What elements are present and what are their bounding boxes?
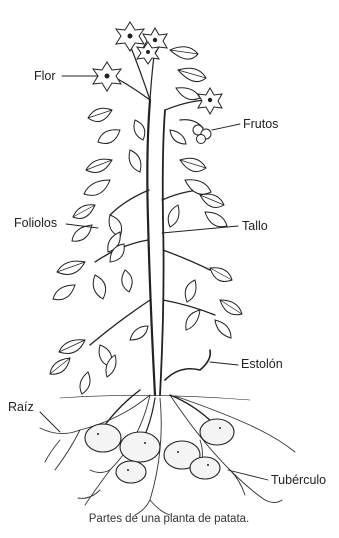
fruits xyxy=(193,125,211,144)
label-raiz: Raíz xyxy=(8,400,34,414)
flowers xyxy=(93,22,222,114)
label-frutos: Frutos xyxy=(243,117,278,131)
label-flor: Flor xyxy=(34,69,56,83)
label-pointers xyxy=(40,76,268,480)
label-foliolos: Foliolos xyxy=(14,216,57,230)
diagram-caption: Partes de una planta de patata. xyxy=(89,513,249,525)
label-estolon: Estolón xyxy=(241,357,283,371)
label-tuberculo: Tubérculo xyxy=(271,473,326,487)
label-tallo: Tallo xyxy=(242,219,268,233)
